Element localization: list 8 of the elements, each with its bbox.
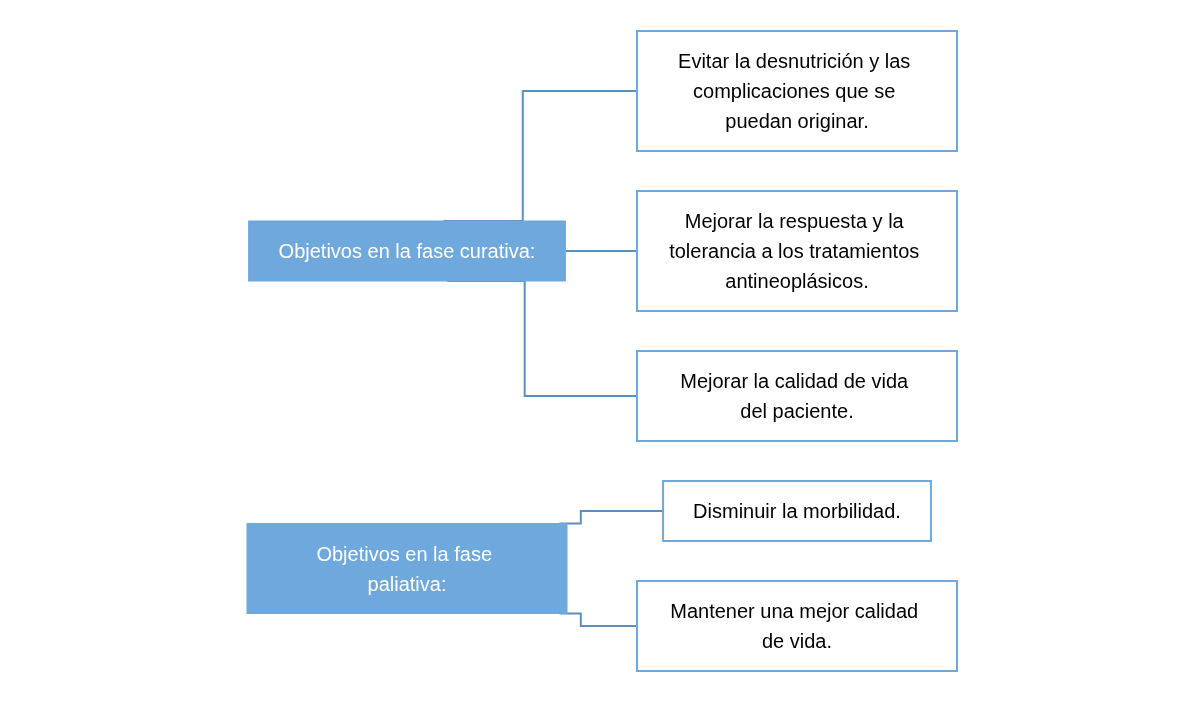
node-box: Objetivos en la fase paliativa: xyxy=(246,523,568,614)
node-box: Mejorar la respuesta y la tolerancia a los tratamientos antineoplásicos. xyxy=(636,190,958,312)
node-box: Mantener una mejor calidad de vida. xyxy=(636,580,958,672)
connector xyxy=(564,250,638,252)
node-box: Objetivos en la fase curativa: xyxy=(248,220,566,282)
node-box: Disminuir la morbilidad. xyxy=(662,480,932,542)
node-box: Mejorar la calidad de vida del paciente. xyxy=(636,350,958,442)
node-box: Evitar la desnutrición y las complicaciones que se puedan originar. xyxy=(636,30,958,152)
